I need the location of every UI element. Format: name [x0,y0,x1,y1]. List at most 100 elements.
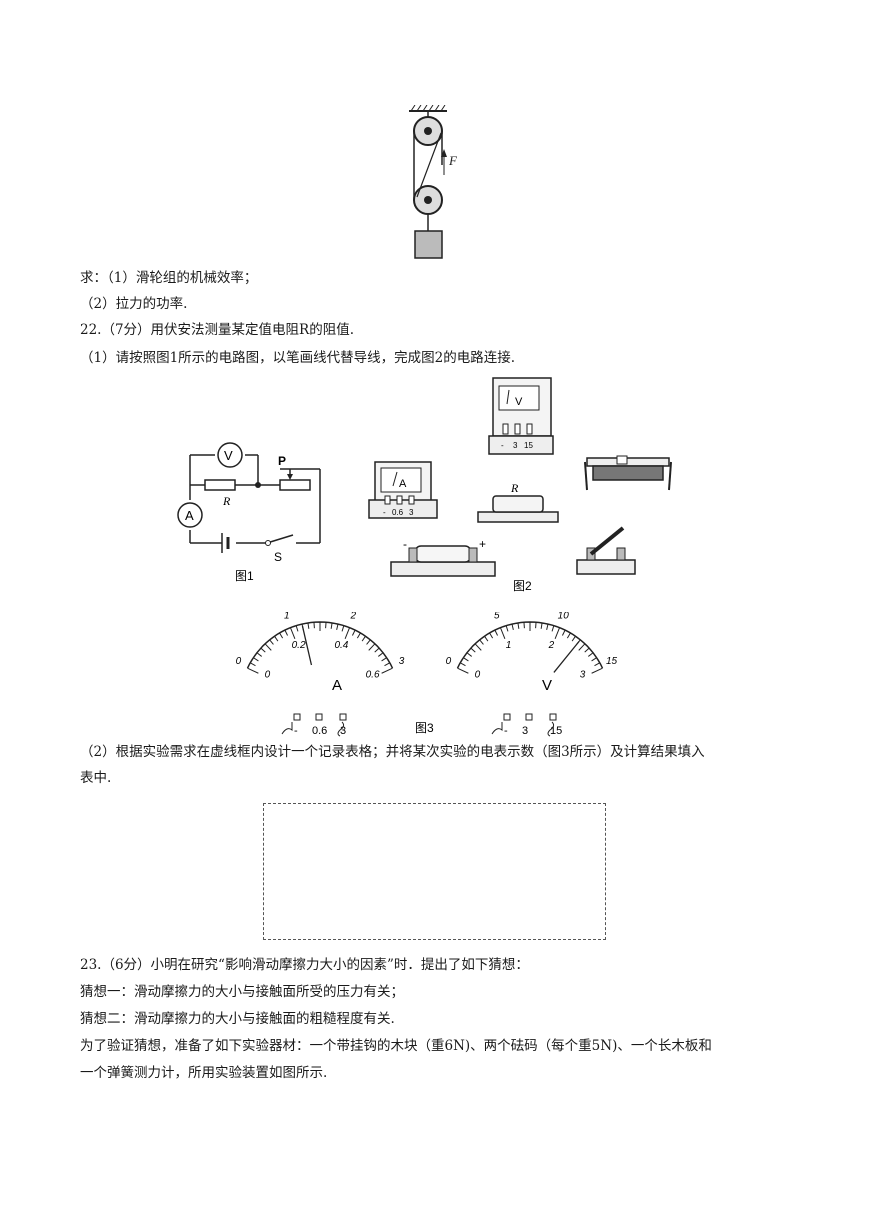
fig3-voltmeter-outer-label: 15 [606,656,618,667]
fig3-ammeter-lead [281,722,293,735]
q22-part1: （1）请按照图1所示的电路图，以笔画线代替导线，完成图2的电路连接. [80,350,516,366]
fig3-ammeter-tick [274,635,279,642]
fig2-ammeter: A - 0.6 3 [368,461,438,519]
fig3-voltmeter-tick [571,635,576,642]
fig3-voltmeter-inner-label: 3 [580,669,586,680]
fig3-ammeter-terminal-post [293,713,301,721]
fig3-ammeter-tick [289,627,296,639]
fig3-ammeter-tick [366,639,371,645]
fig3-voltmeter-tick [474,643,482,651]
fig3-ammeter-tick [269,639,274,645]
fig3-ammeter-terminal-label: - [294,725,298,737]
fig3-ammeter-tick [344,627,351,639]
fig3-ammeter-terminal-label: 3 [340,725,346,737]
fig2-voltmeter-face: V [515,396,523,408]
fig3-voltmeter-tick [457,667,469,674]
fig3-voltmeter-tick [540,622,543,629]
force-label: F [448,153,458,168]
fig3-ammeter-tick [361,635,366,642]
fig3-ammeter-tick [295,625,299,632]
fig3-voltmeter-tick [546,623,549,631]
figure1-circuit: V A R P S 图1 [177,442,321,583]
fig3-ammeter-tick [381,667,393,674]
q23-guess2: 猜想二：滑动摩擦力的大小与接触面的粗糙程度有关. [80,1011,395,1027]
q23-title: 23.（6分）小明在研究“影响滑动摩擦力大小的因素”时．提出了如下猜想： [80,957,529,973]
figure2-apparatus: V - 3 15 A - 0.6 3 R - + [368,377,672,593]
fig3-voltmeter-inner-label: 1 [506,640,512,651]
fig3-ammeter-tick [341,625,345,632]
fig2-resistor: R [477,481,559,523]
fig3-voltmeter-tick [584,647,590,653]
fig3-voltmeter-tick [591,657,597,662]
fig3-ammeter-unit: A [332,677,342,694]
fig3-voltmeter-tick [489,632,494,639]
fig2-a-term-06: 0.6 [392,508,404,517]
fig3-voltmeter-lead2 [547,721,555,737]
q22-title: 22.（7分）用伏安法测量某定值电阻R的阻值. [80,322,355,338]
fig2-voltmeter: V - 3 15 [488,377,554,455]
fig3-ammeter-tick [356,632,361,639]
fig3-ammeter-tick [381,657,387,662]
fig3-ammeter-tick [260,647,266,653]
fig3-ammeter-needle [301,625,313,666]
fig2-switch [576,526,636,575]
fig3-voltmeter-tick [594,662,600,667]
fig3-ammeter-tick [336,623,339,631]
q23-guess1: 猜想一：滑动摩擦力的大小与接触面所受的压力有关； [80,984,404,1000]
fig3-voltmeter-tick [566,632,571,639]
fig3-ammeter-tick [330,622,333,629]
fig2-v-term-15: 15 [524,441,533,450]
fig3-voltmeter-outer-label: 10 [558,612,570,621]
fig3-voltmeter-tick [554,627,561,639]
fig3-voltmeter-tick [499,627,506,639]
fig3-voltmeter-outer-label: 0 [446,656,452,667]
q22-part2-a: （2）根据实验需求在虚线框内设计一个记录表格；并将某次实验的电表示数（图3所示）… [80,744,705,760]
fig3-voltmeter-tick [591,667,603,674]
fig3-ammeter-tick [256,652,262,657]
fig2-rheostat [584,455,672,491]
fig3-ammeter-tick [384,662,390,667]
fig3-voltmeter-outer-label: 5 [494,612,500,621]
fig3-ammeter-tick [374,647,380,653]
fig3-ammeter-tick [250,662,256,667]
fig3-ammeter-tick [264,643,272,651]
fig3-ammeter-tick [351,629,356,636]
fig1-voltmeter-label: V [224,448,233,463]
fig3-ammeter-outer-label: 3 [399,656,405,667]
fig3-voltmeter-tick [466,652,472,657]
fig3-voltmeter-tick [505,625,509,632]
fig2-resistor-label: R [510,481,519,495]
fig3-voltmeter-needle [553,640,580,673]
fig1-switch-label: S [274,550,282,564]
fig3-voltmeter-tick [463,657,469,662]
fig1-resistor-label: R [222,494,231,508]
fig3-voltmeter-tick [578,643,586,651]
fig2-v-term-minus: - [501,441,504,450]
fig3-voltmeter-tick [517,622,520,629]
fig3-caption: 图3 [415,721,434,735]
fig3-ammeter-tick [253,657,259,662]
fig3-ammeter-outer-label: 2 [349,612,356,621]
fig3-ammeter-terminal-post [315,713,323,721]
fig2-battery: - + [390,537,496,577]
fig3-ammeter-lead2 [337,721,345,737]
answer-table-box[interactable] [263,803,606,940]
fig3-voltmeter-tick [551,625,555,632]
fig3-voltmeter-tick [588,652,594,657]
fig3-ammeter-terminal-post [339,713,347,721]
q21-ask: 求：（1）滑轮组的机械效率； [80,270,258,286]
fig2-a-term-minus: - [383,508,386,517]
fig3-ammeter-inner-label: 0 [265,669,271,680]
fig3-ammeter-terminal-label: 0.6 [312,725,327,737]
fig3-ammeter-tick [307,622,310,629]
fig3-voltmeter-terminal-post [549,713,557,721]
fig2-caption: 图2 [513,579,532,593]
fig3-ammeter-tick [378,652,384,657]
fig3-voltmeter-tick [470,647,476,653]
fig3-ammeter-tick [247,667,259,674]
pulley-figure: F [409,105,458,259]
q21-part2: （2）拉力的功率. [80,296,188,312]
fig2-v-term-3: 3 [513,441,518,450]
fig3-voltmeter-tick [494,629,499,636]
